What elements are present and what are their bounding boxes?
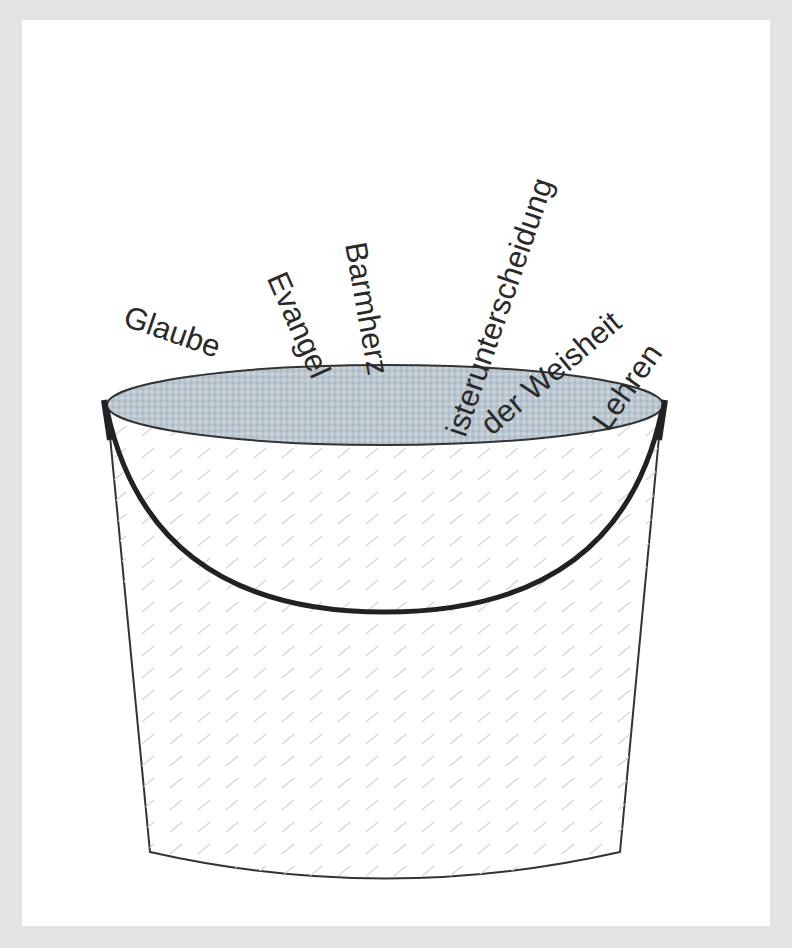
bucket-rim — [107, 365, 663, 445]
bucket-body — [107, 405, 662, 879]
handle-hinge — [104, 400, 110, 440]
bucket-handle — [107, 410, 662, 612]
bucket-shading — [107, 405, 662, 879]
handle-hinge — [659, 400, 665, 440]
